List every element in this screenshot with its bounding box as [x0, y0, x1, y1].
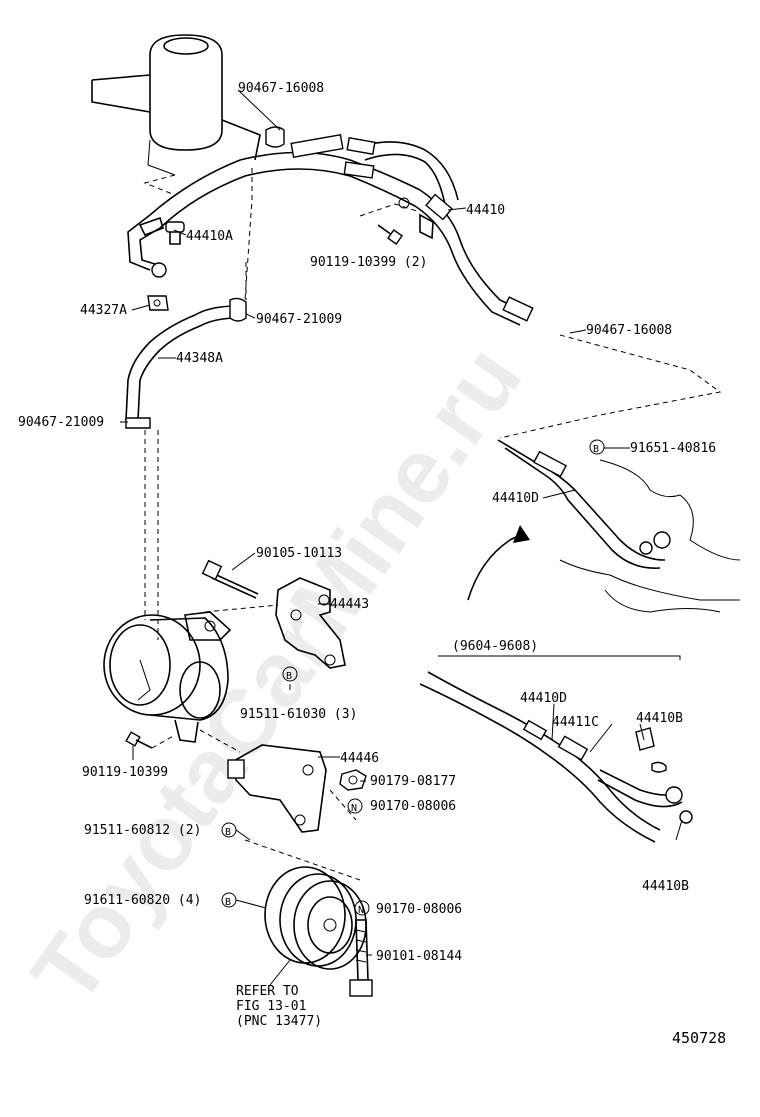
- label-90119-10399-2: 90119-10399 (2): [310, 255, 427, 270]
- arrow-curve: [467, 534, 521, 601]
- svg-text:B: B: [225, 897, 231, 908]
- label-44446: 44446: [340, 751, 379, 766]
- label-44411C: 44411C: [552, 715, 599, 730]
- n-symbol: N: [354, 900, 370, 916]
- label-91611-60820-4: 91611-60820 (4): [84, 893, 201, 908]
- svg-text:B: B: [286, 671, 292, 682]
- bracket-44446: [199, 729, 357, 833]
- label-90467-16008: 90467-16008: [238, 81, 324, 96]
- variant-hose-inset: [419, 655, 693, 843]
- b-symbol: B: [282, 666, 298, 682]
- pressure-hose-44410: [127, 133, 534, 326]
- label-90170-08006: 90170-08006: [376, 902, 462, 917]
- svg-text:N: N: [351, 803, 357, 814]
- refer-note-line2: FIG 13-01: [236, 999, 306, 1014]
- label-44410B: 44410B: [642, 879, 689, 894]
- gasket-44327A: [147, 295, 169, 311]
- label-44327A: 44327A: [80, 303, 127, 318]
- label-44443: 44443: [330, 597, 369, 612]
- bolt-90105-10113: [201, 559, 259, 599]
- b-symbol: B: [589, 439, 605, 455]
- pulley: [244, 839, 367, 970]
- svg-text:N: N: [358, 905, 364, 916]
- label-44410B: 44410B: [636, 711, 683, 726]
- label-90119-10399: 90119-10399: [82, 765, 168, 780]
- label-44348A: 44348A: [176, 351, 223, 366]
- label-90101-08144: 90101-08144: [376, 949, 462, 964]
- reservoir-tank: [91, 34, 261, 196]
- svg-text:B: B: [593, 444, 599, 455]
- label-44410: 44410: [466, 203, 505, 218]
- arrow-head: [513, 525, 530, 543]
- label-91651-40816: 91651-40816: [630, 441, 716, 456]
- label-90105-10113: 90105-10113: [256, 546, 342, 561]
- svg-text:B: B: [225, 827, 231, 838]
- refer-note-line1: REFER TO: [236, 984, 299, 999]
- label-44410D: 44410D: [520, 691, 567, 706]
- bracket-44443: [204, 577, 346, 669]
- leader-lines: [120, 89, 683, 986]
- b-symbol: B: [221, 892, 237, 908]
- label-90170-08006: 90170-08006: [370, 799, 456, 814]
- bolt-90119-10399-lower: [125, 731, 176, 749]
- union-bolt-44410A: [165, 221, 185, 245]
- label-91511-60812-2: 91511-60812 (2): [84, 823, 201, 838]
- refer-note-line3: (PNC 13477): [236, 1014, 322, 1029]
- leader-dash: [244, 168, 253, 301]
- steering-gear-inset: [497, 439, 741, 613]
- watermark: ToyotaCarMine.ru: [13, 328, 541, 1022]
- variant-range-label: (9604-9608): [452, 639, 538, 654]
- diagram-number: 450728: [672, 1029, 726, 1047]
- leader-dash: [499, 334, 722, 439]
- label-44410A: 44410A: [186, 229, 233, 244]
- label-90467-21009: 90467-21009: [18, 415, 104, 430]
- power-steering-pump: [103, 611, 232, 743]
- bolt-90101-08144: [349, 919, 373, 997]
- n-symbol: N: [347, 798, 363, 814]
- nut-90179-08177: [339, 769, 367, 791]
- hose-clamp-90467-16008-top: [265, 126, 285, 148]
- label-90467-21009: 90467-21009: [256, 312, 342, 327]
- label-44410D: 44410D: [492, 491, 539, 506]
- label-90467-16008: 90467-16008: [586, 323, 672, 338]
- label-91511-61030-3: 91511-61030 (3): [240, 707, 357, 722]
- label-90179-08177: 90179-08177: [370, 774, 456, 789]
- bolt-90119-10399-upper: [359, 203, 421, 245]
- return-hose-44348A: [125, 297, 247, 429]
